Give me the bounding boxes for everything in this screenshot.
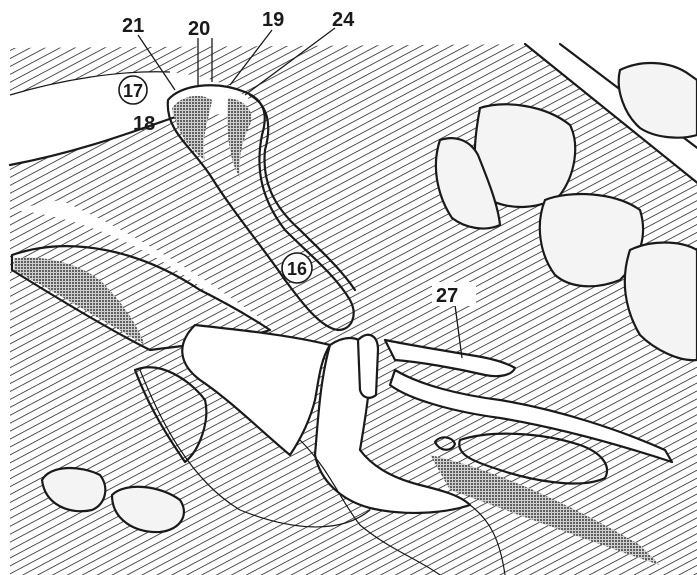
epiglottis xyxy=(358,335,378,398)
label-19: 19 xyxy=(262,9,284,31)
label-20: 20 xyxy=(188,18,210,40)
label-16: 16 xyxy=(287,259,307,279)
label-17: 17 xyxy=(123,81,143,101)
label-27: 27 xyxy=(436,285,458,307)
label-21: 21 xyxy=(122,15,144,37)
label-18: 18 xyxy=(133,113,155,135)
label-24: 24 xyxy=(332,9,355,31)
